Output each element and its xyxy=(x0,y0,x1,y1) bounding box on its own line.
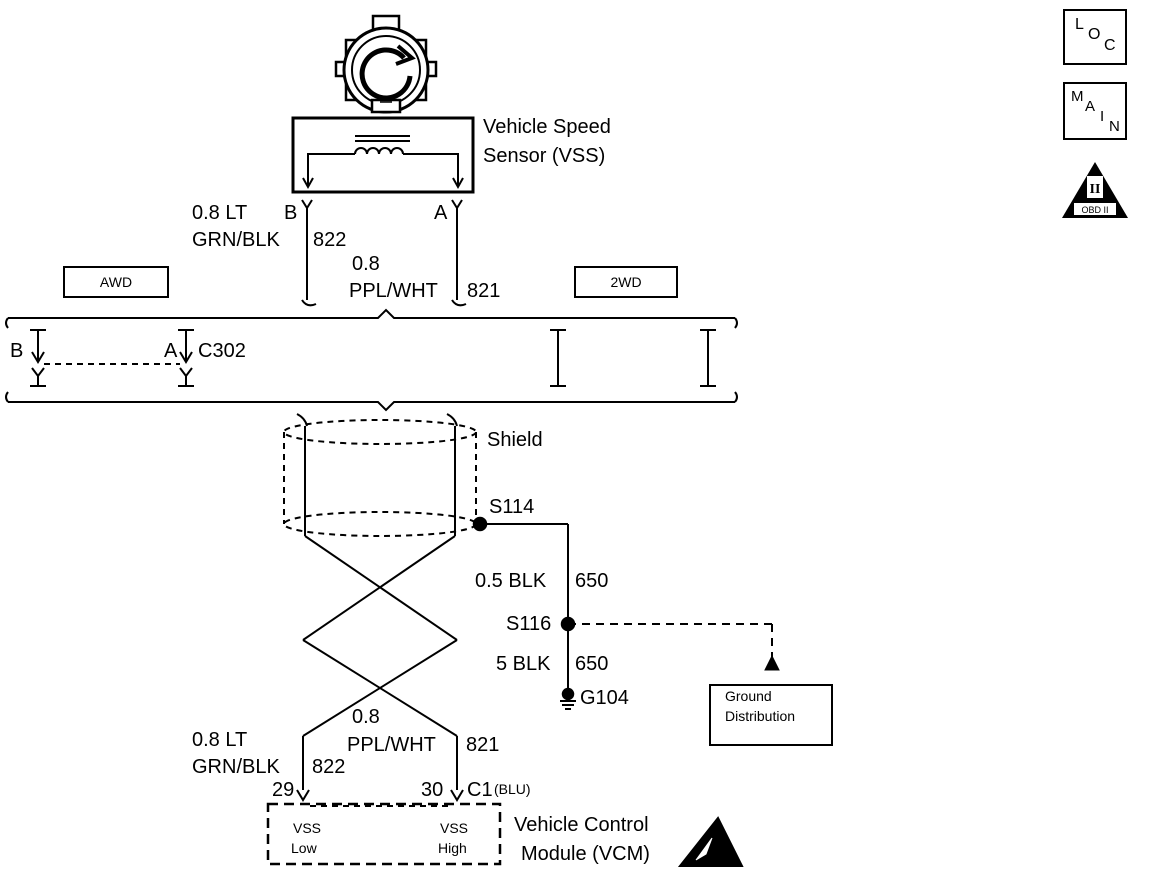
splice-s114-dot xyxy=(472,516,488,532)
w821-gauge-top: 0.8 xyxy=(352,253,380,275)
main-button[interactable]: M A I N xyxy=(1063,82,1127,140)
awd-label: AWD xyxy=(99,274,133,290)
pin-c302-b: B xyxy=(10,340,24,362)
w821-circuit-bottom: 821 xyxy=(466,734,500,756)
w822-color-top: GRN/BLK xyxy=(192,229,280,251)
connector-c1: C1 xyxy=(467,779,493,801)
ground-distribution-box[interactable]: Ground Distribution xyxy=(709,684,833,746)
sensor-title-line2: Sensor (VSS) xyxy=(483,145,606,167)
ground-lower-circuit: 650 xyxy=(575,653,609,675)
connector-c1-color: (BLU) xyxy=(494,781,531,797)
loc-button[interactable]: L O C xyxy=(1063,9,1127,65)
splice-s116: S116 xyxy=(506,613,552,635)
vss-coil xyxy=(302,135,464,190)
gear-icon xyxy=(334,14,438,114)
vss-sensor-box xyxy=(291,116,475,194)
connector-c302: C302 xyxy=(198,340,246,362)
ground-distribution-line2: Distribution xyxy=(725,708,796,724)
shield-label: Shield xyxy=(487,429,543,451)
vcm-box xyxy=(266,802,502,866)
connector-band-c302 xyxy=(5,308,738,412)
pin-sensor-a: A xyxy=(434,202,448,224)
w822-circuit-top: 822 xyxy=(313,229,347,251)
main-letter-n: N xyxy=(1109,118,1120,135)
sensor-wires xyxy=(301,199,467,307)
c302-awd-pins xyxy=(30,329,194,387)
obd-numeral: II xyxy=(1090,182,1101,197)
sensor-title-line1: Vehicle Speed xyxy=(483,116,611,138)
splice-s114: S114 xyxy=(489,496,535,518)
2wd-variant-box: 2WD xyxy=(574,266,678,298)
ground-g104-dot xyxy=(561,687,575,701)
w822-gauge-top: 0.8 LT xyxy=(192,202,248,224)
vcm-vss-low-line2: Low xyxy=(291,840,317,856)
loc-letter-o: O xyxy=(1088,26,1101,43)
w821-circuit-top: 821 xyxy=(467,280,501,302)
vcm-vss-low-line1: VSS xyxy=(293,820,322,836)
main-letter-m: M xyxy=(1071,88,1084,105)
w821-gauge-bottom: 0.8 xyxy=(352,706,380,728)
main-letter-a: A xyxy=(1085,98,1096,115)
obd-warning-icon[interactable]: II OBD II xyxy=(1060,160,1130,220)
pin-vcm-29: 29 xyxy=(272,779,295,801)
2wd-label: 2WD xyxy=(610,274,642,290)
pin-sensor-b: B xyxy=(284,202,298,224)
ground-circuit xyxy=(480,523,773,710)
esd-warning-icon xyxy=(677,816,744,867)
obd-label: OBD II xyxy=(1081,205,1108,215)
splice-s116-dot xyxy=(560,616,576,632)
w821-color-top: PPL/WHT xyxy=(349,280,438,302)
ground-distribution-line1: Ground xyxy=(725,688,772,704)
pin-c302-a: A xyxy=(164,340,178,362)
ground-upper-circuit: 650 xyxy=(575,570,609,592)
awd-variant-box: AWD xyxy=(63,266,169,298)
pin-vcm-30: 30 xyxy=(421,779,444,801)
twisted-pair xyxy=(296,535,464,802)
vcm-title-line1: Vehicle Control xyxy=(514,814,649,836)
vcm-title-line2: Module (VCM) xyxy=(521,843,650,865)
ground-distribution-arrow xyxy=(764,654,780,671)
ground-g104: G104 xyxy=(580,687,629,709)
w822-circuit-bottom: 822 xyxy=(312,756,346,778)
w822-gauge-bottom: 0.8 LT xyxy=(192,729,248,751)
c302-2wd-jumpers xyxy=(550,329,716,387)
ground-upper-gauge-color: 0.5 BLK xyxy=(475,570,547,592)
w821-color-bottom: PPL/WHT xyxy=(347,734,436,756)
main-letter-i: I xyxy=(1100,108,1105,125)
ground-lower-gauge-color: 5 BLK xyxy=(496,653,551,675)
w822-color-bottom: GRN/BLK xyxy=(192,756,280,778)
loc-letter-l: L xyxy=(1075,16,1084,33)
loc-letter-c: C xyxy=(1104,37,1116,54)
vcm-vss-high-line1: VSS xyxy=(440,820,469,836)
shield-cable xyxy=(283,413,477,537)
vcm-vss-high-line2: High xyxy=(438,840,467,856)
